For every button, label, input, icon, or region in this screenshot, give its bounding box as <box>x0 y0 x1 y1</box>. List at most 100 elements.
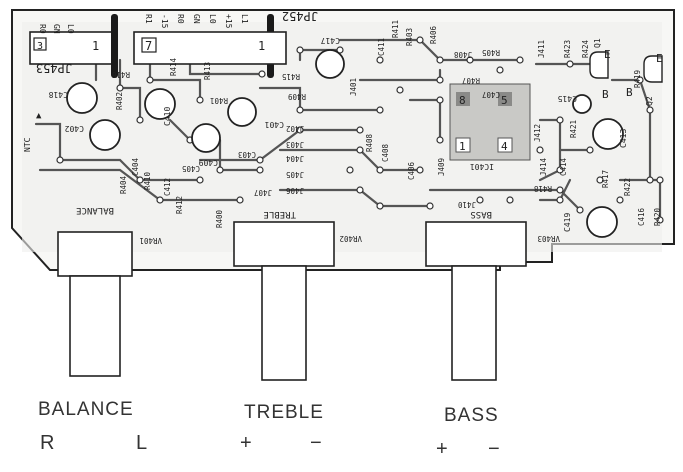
solder-pad <box>116 84 124 92</box>
q2-pin-b: B <box>626 86 633 99</box>
solder-pad <box>356 186 364 194</box>
trace <box>278 148 422 172</box>
solder-pad <box>646 106 654 114</box>
cap-c410 <box>144 88 176 120</box>
solder-pad <box>236 196 244 204</box>
jp452-pin-p15: +15 <box>224 14 233 29</box>
solder-pad <box>556 186 564 194</box>
label-c409: C409 <box>199 158 218 167</box>
trace <box>168 118 192 142</box>
label-c418: C418 <box>49 90 68 99</box>
cap-c419 <box>586 206 618 238</box>
solder-pad <box>296 46 304 54</box>
solder-pad <box>136 176 144 184</box>
treble-label: TREBLE <box>244 402 324 423</box>
resistor-r416: R416 <box>111 70 130 79</box>
solder-pad <box>56 156 64 164</box>
jumper-j402: J402 <box>286 124 304 133</box>
solder-pad <box>536 146 544 154</box>
solder-pad <box>376 166 384 174</box>
resistor-r420: R420 <box>653 207 662 226</box>
trace <box>278 188 432 208</box>
label-c410: C410 <box>163 107 172 126</box>
vr403-label: VR403 <box>537 234 560 243</box>
solder-pad <box>656 216 664 224</box>
cap-c413 <box>592 118 624 150</box>
vr402-label: VR402 <box>339 234 362 243</box>
solder-pad <box>566 60 574 68</box>
q1-pin-e: E <box>604 48 611 61</box>
pot-vr401: VR401 <box>57 231 162 377</box>
copper-traces <box>34 38 662 222</box>
silk-bass: BASS <box>470 209 492 219</box>
treble-minus-mark: − <box>310 432 322 454</box>
solder-pad <box>256 156 264 164</box>
ceramic-c412: C412 <box>163 178 172 196</box>
solder-pad <box>436 76 444 84</box>
bass-minus-mark: − <box>488 438 500 460</box>
connector-jp452: 7 1 JP452 R1 -15 R0 GN L0 +15 L1 <box>133 9 318 65</box>
jp452-pin-gn: GN <box>192 14 201 24</box>
jp452-pin-l0: L0 <box>208 14 217 24</box>
electrolytic-labels: C418 C402 C410 C409 C401 C417 C415 C413 … <box>49 36 628 232</box>
resistor-r408: R408 <box>365 133 374 152</box>
resistor-r423: R423 <box>563 40 572 58</box>
ceramic-c405: C405 <box>182 164 200 173</box>
solder-pad <box>258 70 266 78</box>
balance-label: BALANCE <box>38 399 134 420</box>
label-c401: C401 <box>265 120 284 129</box>
resistor-r410: R410 <box>143 171 152 190</box>
label-c417: C417 <box>321 36 340 45</box>
jumper-j412: J412 <box>533 124 542 142</box>
solder-pad <box>376 56 384 64</box>
jp453-pin-gn: GN <box>52 24 61 34</box>
jumper-j414: J414 <box>539 157 548 176</box>
ic-ic401: 8 5 1 4 IC401 <box>449 83 531 171</box>
solder-pad <box>506 196 514 204</box>
solder-pad <box>466 56 474 64</box>
solder-pad <box>646 176 654 184</box>
cap-c401 <box>227 97 257 127</box>
solder-pad <box>436 56 444 64</box>
resistor-r412: R412 <box>175 196 184 214</box>
electrolytic-capacitors <box>66 49 624 238</box>
label-c413: C413 <box>619 129 628 148</box>
solder-pad <box>136 116 144 124</box>
bass-label: BASS <box>444 405 499 426</box>
jp452-pin-r0: R0 <box>176 14 185 24</box>
ceramic-c406: C406 <box>407 161 416 180</box>
jumper-j407: J407 <box>254 188 272 197</box>
ceramic-c416: C416 <box>637 207 646 226</box>
jumper-j409: J409 <box>437 158 446 176</box>
trace <box>34 122 202 182</box>
resistor-r419: R419 <box>633 70 642 88</box>
ceramic-c407: C407 <box>482 90 500 99</box>
solder-pad <box>556 166 564 174</box>
solder-pad <box>296 106 304 114</box>
solder-pad <box>636 76 644 84</box>
jp453-pin-l0: L0 <box>66 24 75 34</box>
resistor-r413: R413 <box>203 62 212 80</box>
jp452-pin-num-left: 7 <box>145 39 152 53</box>
jumper-j401: J401 <box>349 78 358 96</box>
solder-pad <box>376 202 384 210</box>
solder-pad <box>196 96 204 104</box>
jp453-pin-num-right: 1 <box>92 39 99 53</box>
jumper-bar-left <box>111 14 118 78</box>
solder-pad <box>576 206 584 214</box>
solder-pad <box>436 96 444 104</box>
transistor-q1: Q1 E B <box>589 38 611 101</box>
resistor-r422: R422 <box>623 178 632 196</box>
trace <box>148 60 202 102</box>
solder-pad <box>616 196 624 204</box>
treble-plus-mark: + <box>240 432 252 454</box>
resistor-r417: R417 <box>601 170 610 188</box>
jp452-pin-num-right: 1 <box>258 39 265 53</box>
jp452-pin-r1: R1 <box>144 14 153 24</box>
solder-pad <box>416 166 424 174</box>
q2-label: Q2 <box>645 96 654 106</box>
cap-c418 <box>66 82 98 114</box>
solder-pad <box>146 76 154 84</box>
bass-plus-mark: + <box>436 438 448 460</box>
solder-pad <box>436 136 444 144</box>
